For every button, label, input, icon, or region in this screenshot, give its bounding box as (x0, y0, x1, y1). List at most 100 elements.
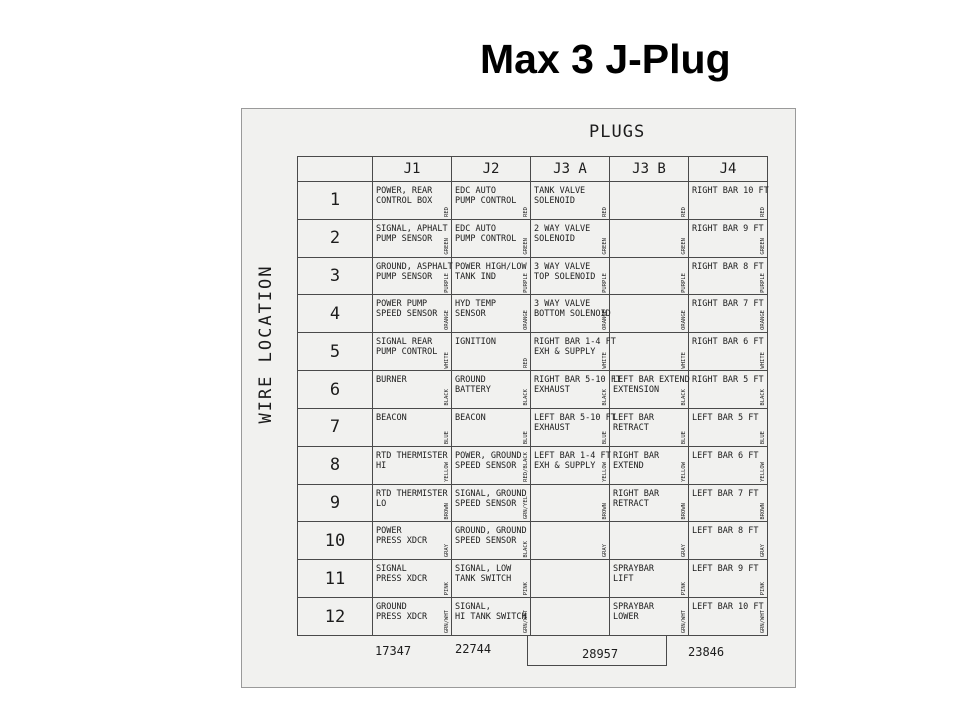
row-number: 9 (297, 483, 373, 523)
wire-function: SIGNAL, GROUND SPEED SENSOR (455, 488, 527, 509)
column-header-row: J1 J2 J3 A J3 B J4 (297, 156, 768, 182)
wire-color: WHITE (760, 351, 766, 369)
wire-function: LEFT BAR EXTEND EXTENSION (613, 375, 690, 396)
wire-color: BROWN (602, 502, 608, 520)
wire-function: POWER PUMP SPEED SENSOR (376, 299, 438, 320)
wire-function: RIGHT BAR 10 FT (692, 186, 769, 196)
wire-color: GRN/WHT (681, 609, 687, 633)
plugs-header: PLUGS (589, 122, 646, 142)
row-number: 2 (297, 218, 373, 258)
wire-function: SIGNAL REAR PUMP CONTROL (376, 337, 438, 358)
wire-color: ORANGE (681, 310, 687, 331)
wire-function: LEFT BAR 10 FT (692, 602, 764, 613)
column-header-j4: J4 (688, 156, 768, 182)
wire-color: BLUE (602, 430, 608, 444)
wire-color: PURPLE (760, 272, 766, 293)
row-number: 1 (297, 181, 373, 220)
wire-color: YELLOW (681, 461, 687, 482)
cell-j3b: GREEN (609, 218, 689, 258)
wire-function: BEACON (376, 412, 407, 423)
wire-location-label: WIRE LOCATION (256, 264, 276, 424)
wire-function: LEFT BAR 8 FT (692, 526, 759, 537)
wire-color: RED (523, 206, 529, 217)
row-number: 5 (297, 332, 373, 372)
wire-color: RED (760, 206, 766, 217)
wire-function: POWER, GROUND SPEED SENSOR (455, 450, 522, 471)
wire-color: RED (444, 206, 450, 217)
wiring-chart-image: PLUGS WIRE LOCATION J1 J2 J3 A J3 B J4 1… (241, 108, 796, 688)
wire-color: BLACK (523, 540, 529, 558)
wire-color: RED (681, 206, 687, 217)
wire-function: RIGHT BAR 1-4 FT EXH & SUPPLY (534, 337, 616, 358)
column-header-j3a: J3 A (530, 156, 610, 182)
wire-color: BLACK (760, 389, 766, 406)
wire-function: RIGHT BAR 7 FT (692, 299, 764, 310)
wire-color: YELLOW (444, 461, 450, 482)
wire-function: SPRAYBAR LOWER (613, 602, 654, 623)
cell-j3a (530, 597, 610, 636)
wire-function: IGNITION (455, 337, 496, 348)
cell-j2: IGNITION RED (451, 332, 531, 372)
wire-color: BROWN (681, 502, 687, 520)
wire-color: PURPLE (523, 272, 529, 293)
wire-function: HYD TEMP SENSOR (455, 299, 496, 320)
part-number-j3: 28957 (582, 647, 619, 661)
cell-j3b: GRAY (609, 521, 689, 561)
cell-j1: SIGNAL REAR PUMP CONTROL WHITE (372, 332, 452, 372)
wire-function: RIGHT BAR 9 FT (692, 223, 764, 234)
wire-function: GROUND, ASPHALT PUMP SENSOR (376, 261, 453, 282)
wire-function: LEFT BAR 5 FT (692, 412, 759, 423)
wire-function: SIGNAL PRESS XDCR (376, 564, 428, 585)
wire-function: LEFT BAR 5-10 FT EXHAUST (534, 412, 616, 433)
wire-color: BLUE (444, 430, 450, 444)
wire-color: WHITE (602, 351, 608, 369)
wire-function: GROUND PRESS XDCR (376, 602, 428, 623)
wire-function: 2 WAY VALVE SOLENOID (534, 223, 591, 244)
part-number-j2: 22744 (455, 642, 492, 656)
cell-j1: SIGNAL PRESS XDCR PINK (372, 559, 452, 599)
wire-color: GREEN (681, 238, 687, 255)
wire-color: WHITE (681, 351, 687, 369)
wire-function: RTD THERMISTER HI (376, 450, 448, 471)
wire-color: WHITE (444, 351, 450, 369)
wire-color: RED (602, 206, 608, 217)
wire-color: RED (523, 358, 529, 369)
cell-j4: RIGHT BAR 6 FT WHITE (688, 332, 768, 372)
wire-color: ORANGE (760, 310, 766, 331)
cell-j3b: RED (609, 181, 689, 220)
wire-color: PINK (444, 581, 450, 596)
wire-function: RIGHT BAR 6 FT (692, 337, 764, 348)
wire-color: GRAY (760, 544, 766, 558)
wire-color: BLACK (602, 389, 608, 406)
corner-cell (297, 156, 373, 182)
wire-function: POWER HIGH/LOW TANK IND (455, 261, 527, 282)
wire-function: LEFT BAR 6 FT (692, 450, 759, 461)
